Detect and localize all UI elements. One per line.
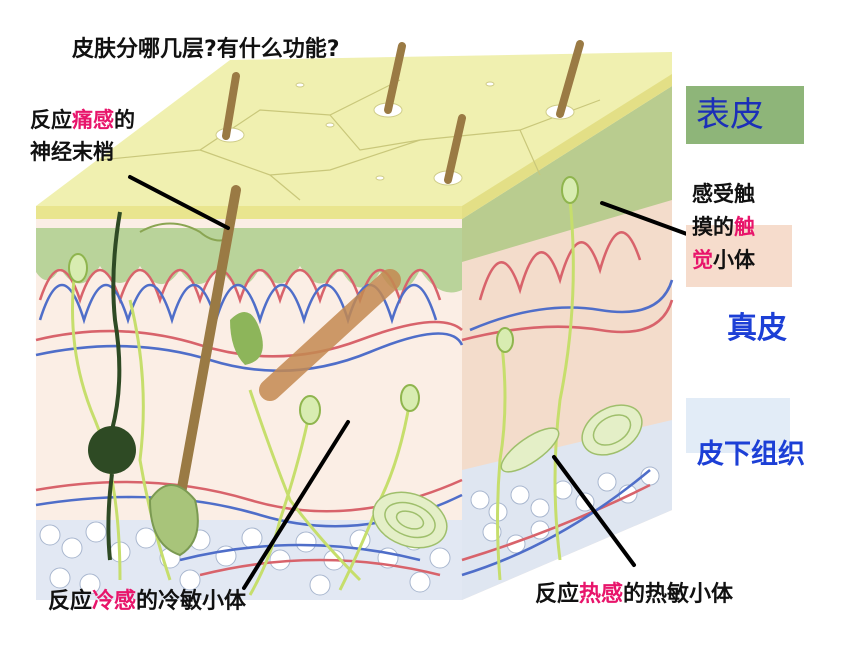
pain-label-prefix: 反应 (30, 108, 72, 132)
cold-label-suffix: 的冷敏小体 (136, 589, 247, 614)
touch-label-line1: 感受触 (692, 182, 755, 206)
touch-corpuscles (68, 176, 579, 425)
hair-shafts (173, 40, 584, 515)
diagram-title: 皮肤分哪几层?有什么功能? (72, 37, 340, 62)
touch-label-line2-highlight: 触 (734, 215, 755, 239)
touch-label-line3-suffix: 小体 (713, 248, 755, 272)
touch-label-line3-highlight: 觉 (692, 248, 713, 272)
heat-label-suffix: 的热敏小体 (623, 582, 734, 607)
heat-label-highlight: 热感 (579, 582, 624, 607)
pain-nerve-ending (88, 211, 231, 561)
pain-nerve-ending-label: 反应痛感的 神经末梢 (30, 104, 135, 168)
dermis-label: 真皮 (727, 311, 787, 346)
lamellated-corpuscles (372, 404, 643, 549)
subcutaneous-label: 皮下组织 (697, 439, 805, 470)
heat-corpuscle-label: 反应热感的热敏小体 (535, 580, 733, 610)
heat-label-prefix: 反应 (535, 582, 580, 607)
hair-follicle (148, 269, 401, 557)
cold-label-prefix: 反应 (48, 589, 93, 614)
epidermis-label: 表皮 (696, 95, 764, 135)
epidermis-label-box (686, 86, 804, 144)
pain-label-highlight: 痛感 (72, 108, 114, 132)
cold-corpuscle-label: 反应冷感的冷敏小体 (48, 587, 246, 617)
touch-corpuscle-label: 感受触 摸的触 觉小体 (692, 178, 755, 277)
cold-label-highlight: 冷感 (92, 589, 137, 614)
pain-label-suffix: 的 (114, 108, 135, 132)
skin-block-top-surface (36, 52, 672, 219)
touch-label-line2-prefix: 摸的 (692, 215, 734, 239)
subcutaneous-label-box (686, 398, 790, 453)
nerve-fibers (71, 199, 575, 596)
pain-label-line2: 神经末梢 (30, 140, 114, 164)
touch-label-box (686, 225, 792, 287)
